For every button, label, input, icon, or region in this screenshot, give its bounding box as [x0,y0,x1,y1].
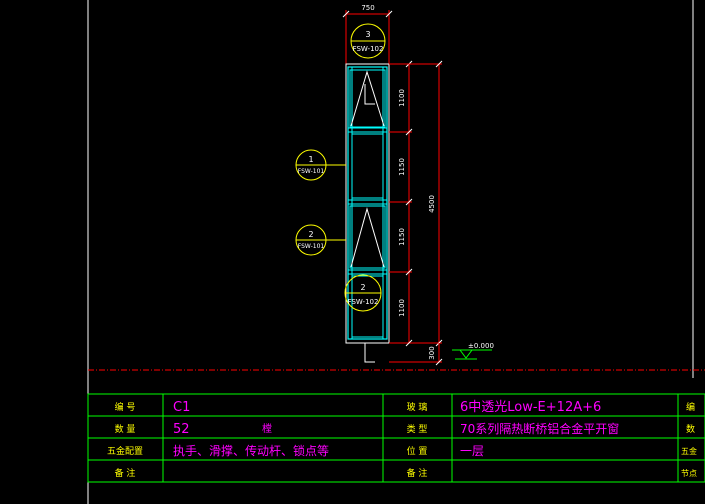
table-label-code: 编 号 [115,401,136,413]
segment-height-4: 1100 [398,299,406,317]
handle-mark-1 [364,84,375,105]
elevation-triangle-icon [459,349,473,359]
height-tick-top [435,60,443,68]
pane-3-opening-mark [350,207,385,268]
table-value-glass: 6中透光Low-E+12A+6 [460,400,601,415]
pane-1-opening-mark [350,70,385,127]
transom-3 [347,269,388,275]
seg-tick-1 [405,128,413,136]
overall-width-label: 750 [361,4,374,12]
table-label-hardware: 五金配置 [107,445,143,457]
callout-code-left-2: FSW-101 [298,243,325,250]
seg-tick-2 [405,198,413,206]
elevation-mark-label: ±0.000 [468,342,494,350]
pane-1-sash [349,69,386,128]
width-tick-left [342,10,350,18]
table-label-glass: 玻 璃 [407,401,428,413]
callout-code-bottom: FSW-102 [348,298,379,306]
transom-1 [347,127,388,133]
handle-mark-2 [364,343,375,363]
pane-3-sash [349,205,386,269]
offset-tick [435,358,443,366]
width-tick-right [385,10,393,18]
callout-number-bottom: 2 [360,283,365,292]
table-right-label-0: 编 [686,401,695,413]
table-label-type: 类 型 [407,423,428,435]
callout-code-left-1: FSW-101 [298,168,325,175]
segment-height-3: 1150 [398,228,406,246]
table-value-location: 一层 [460,444,484,458]
pane-2-fixed [351,133,384,199]
table-value-hardware: 执手、滑撑、传动杆、锁点等 [173,443,329,458]
transom-2 [347,199,388,205]
callout-code-top: FSW-102 [353,45,384,53]
table-right-label-3: 节点 [681,469,697,478]
table-label-location: 位 置 [407,445,428,457]
window-elevation: 750 1100 1150 [295,4,494,366]
bottom-offset-label: 300 [428,346,436,359]
table-label-remarks: 备 注 [115,467,136,479]
table-unit-quantity: 樘 [262,422,272,435]
callout-number-top: 3 [365,30,370,39]
segment-height-2: 1150 [398,158,406,176]
window-info-table: 编 号 C1 玻 璃 6中透光Low-E+12A+6 编 数 量 52 樘 类 … [87,393,705,483]
segment-height-1: 1100 [398,89,406,107]
table-right-label-2: 五金 [681,446,697,456]
seg-tick-4 [405,339,413,347]
table-value-code: C1 [173,400,190,415]
overall-height-label: 4500 [428,195,436,213]
callout-number-left-2: 2 [308,230,313,239]
window-outer-frame [345,63,390,344]
table-right-label-1: 数 [686,423,695,435]
table-label-quantity: 数 量 [115,423,136,435]
table-value-type: 70系列隔热断桥铝合金平开窗 [460,421,619,436]
seg-tick-3 [405,268,413,276]
table-value-quantity: 52 [173,422,190,437]
pane-4-fixed [351,275,384,338]
table-label-remarks-2: 备 注 [407,467,428,479]
callout-number-left-1: 1 [308,155,313,164]
